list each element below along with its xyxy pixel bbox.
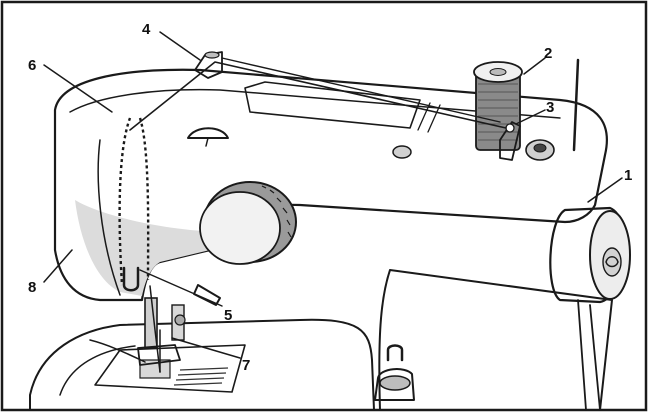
callout-5: 5 (224, 307, 232, 324)
leader-4 (159, 31, 201, 61)
leader-7 (171, 337, 241, 359)
callout-4: 4 (142, 21, 151, 38)
leader-6 (43, 64, 113, 113)
thread-path (89, 57, 507, 373)
leader-5 (139, 269, 223, 307)
needle-clamp-screw (174, 314, 186, 326)
thread-guide-3 (499, 121, 521, 161)
stitch-selector-knob (199, 181, 297, 265)
callout-3: 3 (546, 99, 554, 116)
machine-bed (29, 318, 375, 411)
reverse-lever-icon (374, 344, 415, 401)
callout-1: 1 (624, 167, 632, 184)
leader-8 (43, 249, 73, 283)
top-cover (244, 81, 421, 129)
callout-7: 7 (242, 357, 250, 374)
spool-icon (473, 61, 523, 151)
leader-lines (43, 31, 623, 359)
presser-foot-lever (193, 284, 221, 306)
stitch-dial-icon (187, 127, 229, 147)
presser-foot-assembly (137, 297, 186, 373)
machine-pillar (378, 269, 613, 411)
leader-3 (515, 109, 546, 125)
bobbin-winder (525, 58, 580, 161)
machine-arm (53, 68, 608, 302)
leader-1 (587, 177, 623, 203)
callout-8: 8 (28, 279, 36, 296)
leader-2 (523, 57, 546, 75)
handwheel-icon (549, 206, 631, 304)
callout-6: 6 (28, 57, 36, 74)
callout-2: 2 (544, 45, 552, 62)
take-up-lever (122, 266, 140, 292)
thread-guide-4 (194, 51, 223, 79)
top-button (392, 145, 412, 159)
